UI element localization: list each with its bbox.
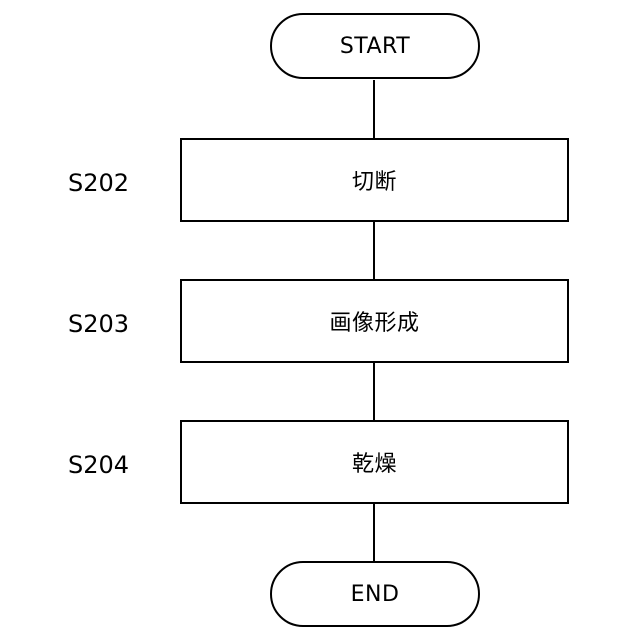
connector-start-s202 — [373, 80, 375, 139]
process-step-image-forming: 画像形成 — [180, 279, 569, 363]
connector-s203-s204 — [373, 362, 375, 421]
process-step-cutting: 切断 — [180, 138, 569, 222]
step-id-s202: S202 — [68, 168, 168, 198]
process-step-label: 切断 — [352, 164, 397, 196]
process-step-label: 乾燥 — [352, 446, 397, 478]
start-terminal-label: START — [340, 34, 410, 59]
end-terminal: END — [270, 561, 480, 627]
connector-s202-s203 — [373, 221, 375, 280]
process-step-label: 画像形成 — [329, 305, 419, 337]
end-terminal-label: END — [351, 582, 400, 607]
step-id-s203: S203 — [68, 309, 168, 339]
step-id-s204: S204 — [68, 450, 168, 480]
process-step-drying: 乾燥 — [180, 420, 569, 504]
start-terminal: START — [270, 13, 480, 79]
connector-s204-end — [373, 503, 375, 562]
